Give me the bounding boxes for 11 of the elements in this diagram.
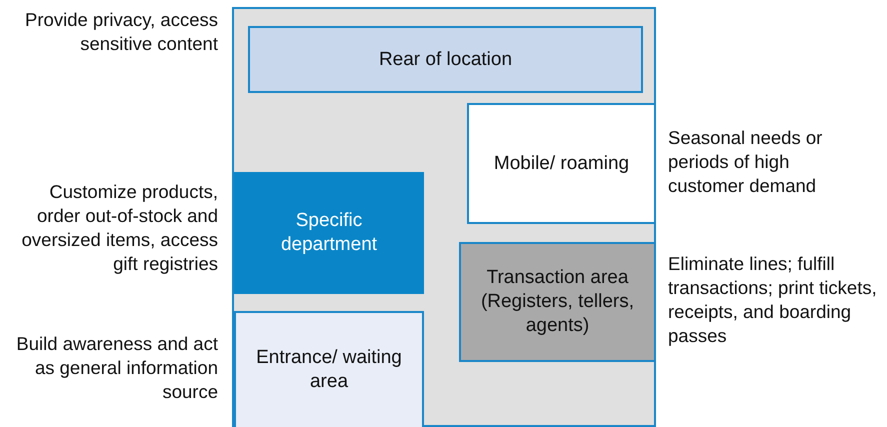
description-text: Customize products, order out-of-stock and oversized items, access gift registries <box>20 180 218 276</box>
zone-box: Rear of location <box>248 26 643 93</box>
description-text: Eliminate lines; fulfill transactions; print tickets, receipts, and boarding passes <box>668 252 878 348</box>
description-text: Provide privacy, access sensitive content <box>24 8 218 56</box>
floor-plan-area <box>232 7 656 427</box>
zone-box: Entrance/ waiting area <box>234 311 424 427</box>
zone-box: Transaction area (Registers, tellers, agents) <box>459 242 656 362</box>
description-text: Build awareness and act as general information source <box>15 332 218 404</box>
zone-box: Specific department <box>234 172 424 294</box>
zone-box: Mobile/ roaming <box>467 103 656 224</box>
description-text: Seasonal needs or periods of high customer demand <box>668 126 824 198</box>
